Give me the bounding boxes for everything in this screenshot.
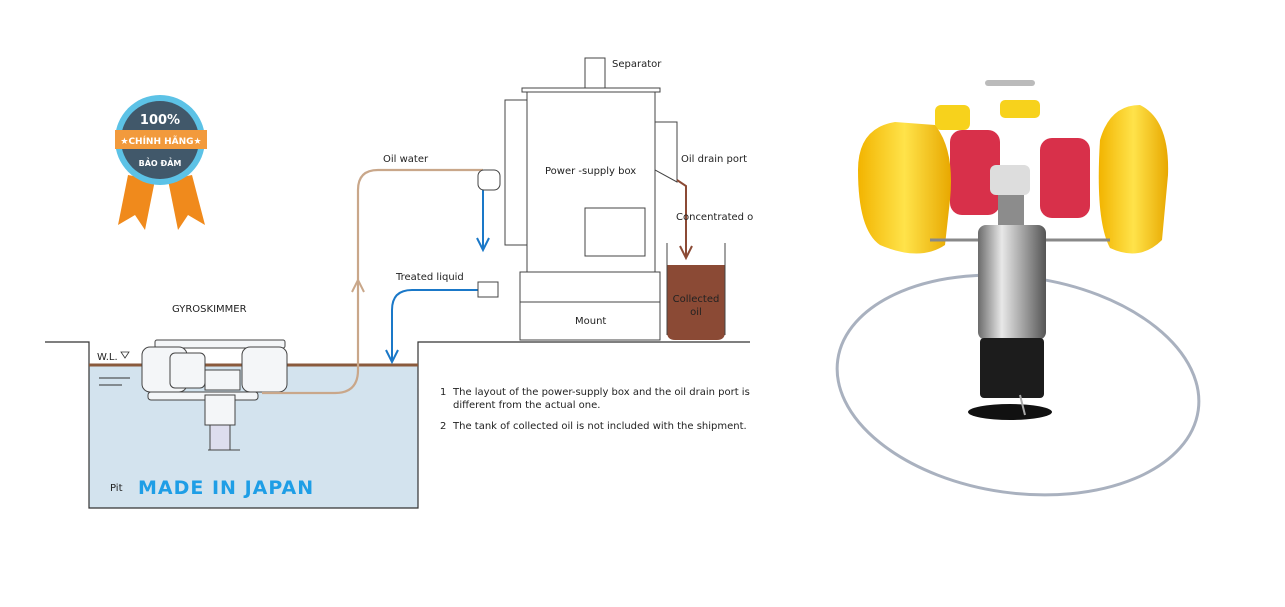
made-in-japan-label: MADE IN JAPAN bbox=[138, 477, 314, 499]
note-2-number: 2 bbox=[440, 421, 446, 432]
treated-liquid-label: Treated liquid bbox=[395, 272, 464, 283]
concentrated-oil-label: Concentrated o bbox=[676, 212, 753, 223]
badge-band: ★CHÍNH HÃNG★ bbox=[120, 135, 201, 147]
water-level-icon bbox=[120, 351, 130, 359]
oil-water-label: Oil water bbox=[383, 154, 429, 165]
note-1-line-2: different from the actual one. bbox=[453, 400, 600, 411]
authentic-badge: 100% ★CHÍNH HÃNG★ BẢO ĐẢM bbox=[115, 95, 207, 230]
badge-top: 100% bbox=[140, 113, 180, 128]
mount-label: Mount bbox=[575, 316, 606, 327]
down-arrow-icon bbox=[679, 245, 693, 261]
down-arrow-icon bbox=[385, 349, 399, 365]
note-1-number: 1 bbox=[440, 387, 446, 398]
note-2-line-1: The tank of collected oil is not include… bbox=[452, 421, 747, 432]
water-level-label: W.L. bbox=[97, 352, 118, 363]
collected-oil-label-2: oil bbox=[690, 307, 702, 318]
badge-bottom: BẢO ĐẢM bbox=[139, 157, 182, 168]
collected-oil-tank: Oil drain port Concentrated o Collected … bbox=[666, 154, 753, 340]
gyroskimmer-product-image bbox=[835, 80, 1201, 497]
gyroskimmer-label: GYROSKIMMER bbox=[172, 304, 247, 315]
down-arrow-icon bbox=[476, 237, 490, 253]
note-1-line-1: The layout of the power-supply box and t… bbox=[452, 387, 750, 398]
notes: 1 The layout of the power-supply box and… bbox=[440, 387, 750, 432]
collected-oil-label: Collected bbox=[673, 294, 720, 305]
up-arrow-icon bbox=[351, 277, 365, 293]
power-supply-unit: Separator Power -supply box Mount bbox=[477, 57, 678, 341]
separator-label: Separator bbox=[612, 59, 662, 70]
treated-liquid-pipe: Treated liquid bbox=[385, 185, 490, 365]
oil-water-pipe: Oil water bbox=[262, 154, 483, 395]
oil-drain-port-label: Oil drain port bbox=[681, 154, 747, 165]
pit-label: Pit bbox=[110, 483, 123, 494]
power-supply-box-label: Power -supply box bbox=[545, 166, 636, 177]
gyroskimmer-sketch: GYROSKIMMER bbox=[141, 304, 288, 451]
